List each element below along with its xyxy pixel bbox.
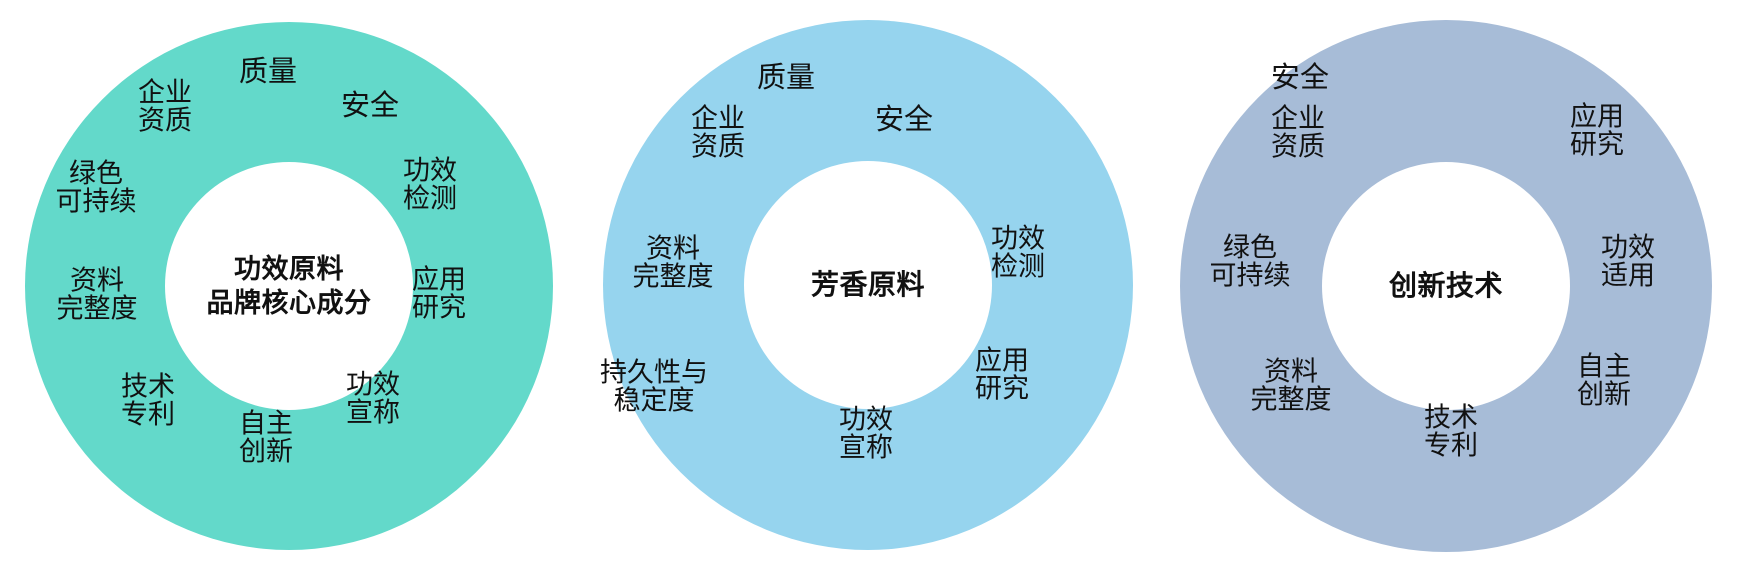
ring-label-green-sustainable-3: 绿色 可持续 bbox=[1209, 232, 1291, 291]
center-line-1: 创新技术 bbox=[1388, 270, 1503, 302]
ring-label-safety-2: 安全 bbox=[874, 103, 934, 136]
ring-label-efficacy-test-1: 功效 检测 bbox=[403, 155, 457, 214]
ring-label-safety-3: 安全 bbox=[1270, 61, 1330, 94]
label-line: 创新 bbox=[239, 437, 293, 467]
label-line: 资质 bbox=[1271, 132, 1325, 162]
label-line: 适用 bbox=[1601, 261, 1655, 291]
label-line: 资质 bbox=[138, 106, 192, 136]
donut-center-label-2: 芳香原料 bbox=[744, 161, 992, 409]
label-line: 资料 bbox=[646, 233, 700, 264]
ring-label-tech-patent-3: 技术 专利 bbox=[1424, 402, 1478, 461]
label-line: 功效 bbox=[403, 155, 457, 186]
label-line: 安全 bbox=[874, 103, 934, 136]
ring-label-qualification-2: 企业 资质 bbox=[691, 103, 745, 162]
label-line: 完整度 bbox=[1250, 385, 1332, 415]
label-line: 安全 bbox=[340, 89, 400, 122]
label-line: 企业 bbox=[1271, 103, 1325, 134]
donut-hole-2 bbox=[744, 161, 992, 409]
label-line: 持久性与 bbox=[600, 357, 708, 388]
label-line: 应用 bbox=[1570, 101, 1624, 132]
ring-label-app-research-3: 应用 研究 bbox=[1570, 101, 1624, 160]
ring-label-data-integrity-2: 资料 完整度 bbox=[632, 233, 714, 292]
ring-label-qualification-1: 企业 资质 bbox=[138, 77, 192, 136]
ring-label-efficacy-claim-2: 功效 宣称 bbox=[839, 404, 893, 463]
label-line: 功效 bbox=[839, 404, 893, 435]
ring-label-qualification-3: 企业 资质 bbox=[1271, 103, 1325, 162]
label-line: 资料 bbox=[70, 265, 124, 296]
label-line: 企业 bbox=[691, 103, 745, 134]
ring-label-efficacy-claim-1: 功效 宣称 bbox=[346, 369, 400, 428]
label-line: 质量 bbox=[238, 55, 298, 88]
label-line: 技术 bbox=[1424, 402, 1478, 433]
center-line-2: 品牌核心成分 bbox=[206, 288, 372, 318]
label-line: 可持续 bbox=[55, 187, 137, 217]
label-line: 创新 bbox=[1577, 380, 1631, 410]
ring-label-self-innovation-1: 自主 创新 bbox=[239, 408, 293, 467]
ring-label-quality-2: 质量 bbox=[756, 61, 816, 94]
label-line: 企业 bbox=[138, 77, 192, 108]
ring-label-self-innovation-3: 自主 创新 bbox=[1577, 351, 1631, 410]
label-line: 绿色 bbox=[1223, 232, 1277, 263]
ring-label-tech-patent-1: 技术 专利 bbox=[121, 371, 175, 430]
label-line: 自主 bbox=[1577, 351, 1631, 382]
label-line: 功效 bbox=[346, 369, 400, 400]
label-line: 宣称 bbox=[346, 398, 400, 428]
label-line: 研究 bbox=[975, 374, 1029, 404]
label-line: 绿色 bbox=[69, 158, 123, 189]
ring-label-efficacy-test-2: 功效 检测 bbox=[991, 223, 1045, 282]
label-line: 研究 bbox=[412, 293, 466, 323]
label-line: 应用 bbox=[412, 264, 466, 295]
label-line: 应用 bbox=[975, 345, 1029, 376]
donut-center-label-1: 功效原料 品牌核心成分 bbox=[165, 162, 413, 410]
ring-label-durability-2: 持久性与 稳定度 bbox=[600, 357, 708, 416]
center-line-1: 芳香原料 bbox=[810, 269, 925, 301]
label-line: 功效 bbox=[1601, 232, 1655, 263]
label-line: 检测 bbox=[403, 184, 457, 214]
label-line: 专利 bbox=[1424, 431, 1478, 461]
label-line: 资质 bbox=[691, 132, 745, 162]
ring-label-data-integrity-3: 资料 完整度 bbox=[1250, 356, 1332, 415]
label-line: 安全 bbox=[1270, 61, 1330, 94]
label-line: 研究 bbox=[1570, 130, 1624, 160]
label-line: 自主 bbox=[239, 408, 293, 439]
ring-label-app-research-1: 应用 研究 bbox=[412, 264, 466, 323]
label-line: 完整度 bbox=[632, 262, 714, 292]
donut-hole-1 bbox=[165, 162, 413, 410]
ring-label-data-integrity-1: 资料 完整度 bbox=[56, 265, 138, 324]
label-line: 技术 bbox=[121, 371, 175, 402]
label-line: 完整度 bbox=[56, 294, 138, 324]
label-line: 宣称 bbox=[839, 433, 893, 463]
ring-label-quality-1: 质量 bbox=[238, 55, 298, 88]
ring-label-efficacy-fit-3: 功效 适用 bbox=[1601, 232, 1655, 291]
label-line: 稳定度 bbox=[613, 386, 695, 416]
ring-label-green-sustainable-1: 绿色 可持续 bbox=[55, 158, 137, 217]
label-line: 可持续 bbox=[1209, 261, 1291, 291]
center-line-1: 功效原料 bbox=[234, 253, 344, 284]
label-line: 资料 bbox=[1264, 356, 1318, 387]
label-line: 质量 bbox=[756, 61, 816, 94]
ring-label-app-research-2: 应用 研究 bbox=[975, 345, 1029, 404]
donut-group-efficacy-ingredient: 功效原料 品牌核心成分 质量 安全 功效 检测 应用 研究 功效 宣称 自主 bbox=[0, 0, 580, 569]
donut-hole-3 bbox=[1322, 162, 1570, 410]
label-line: 功效 bbox=[991, 223, 1045, 254]
ring-label-safety-1: 安全 bbox=[340, 89, 400, 122]
donut-center-label-3: 创新技术 bbox=[1322, 162, 1570, 410]
label-line: 专利 bbox=[121, 400, 175, 430]
label-line: 检测 bbox=[991, 252, 1045, 282]
